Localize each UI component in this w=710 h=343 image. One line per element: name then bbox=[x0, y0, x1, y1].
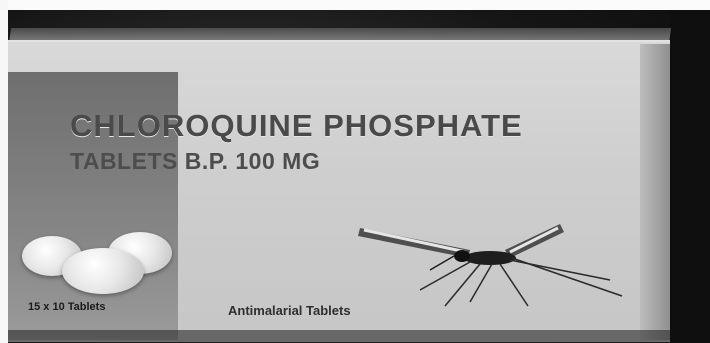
pack-size-label: 15 x 10 Tablets bbox=[28, 301, 106, 313]
product-title: CHLOROQUINE PHOSPHATE bbox=[70, 108, 523, 143]
background-right bbox=[670, 10, 710, 343]
box-side bbox=[640, 44, 670, 340]
scan-border-left bbox=[0, 0, 8, 343]
scan-border-top bbox=[0, 0, 710, 10]
mosquito-icon bbox=[358, 224, 623, 307]
product-subtitle: TABLETS B.P. 100 MG bbox=[70, 148, 321, 174]
tagline-label: Antimalarial Tablets bbox=[228, 303, 351, 318]
tablet-image bbox=[62, 248, 144, 294]
box-left-panel bbox=[8, 72, 178, 340]
box-bottom-shadow bbox=[8, 330, 670, 343]
